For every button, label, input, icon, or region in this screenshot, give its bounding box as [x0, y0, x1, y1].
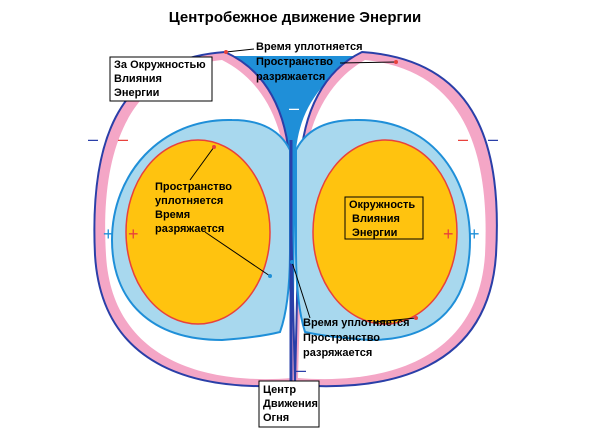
outer-zone-line-1: За Окружностью	[114, 59, 206, 71]
right-inner-label-box: Окружность Влияния Энергии	[344, 196, 424, 240]
bottom-right-line-3: разряжается	[303, 347, 372, 359]
outer-zone-line-3: Энергии	[114, 87, 159, 99]
sign-left-outer-minus: –	[88, 129, 98, 149]
right-inner-line-1: Окружность	[349, 199, 415, 211]
pointer-top-right-dot	[394, 60, 398, 64]
sign-right-outer-plus: +	[469, 224, 480, 244]
sign-right-inner-plus: +	[443, 224, 454, 244]
pointer-bottom-right-side	[374, 317, 417, 323]
pointer-left-inner-top-dot	[212, 145, 216, 149]
bottom-right-label: Время уплотняется Пространство разряжает…	[303, 317, 410, 359]
pointer-top-right	[339, 61, 397, 64]
top-center-line-2: Пространство	[256, 56, 333, 68]
pointer-bottom-right-up-dot	[290, 260, 294, 264]
outer-zone-label-box: За Окружностью Влияния Энергии	[109, 56, 213, 102]
center-label-box: Центр Движения Огня	[258, 380, 320, 428]
left-orange-core	[125, 139, 271, 325]
sign-left-inner-plus: +	[128, 224, 139, 244]
top-center-line-1: Время уплотняется	[256, 41, 363, 53]
left-inner-line-3: Время	[155, 209, 190, 221]
pointer-left-inner-bottom	[204, 231, 271, 277]
center-line-1: Центр	[263, 384, 296, 396]
pointer-bottom-right-side-dot	[414, 316, 418, 320]
sign-right-outer-minus: –	[488, 129, 498, 149]
bottom-right-line-2: Пространство	[303, 332, 380, 344]
pointer-left-inner-bottom-dot	[268, 274, 272, 278]
sign-left-inner-minus: –	[118, 129, 128, 149]
sign-left-outer-plus: +	[103, 224, 114, 244]
center-line-3: Огня	[263, 412, 289, 424]
right-inner-line-2: Влияния	[352, 213, 400, 225]
center-line-2: Движения	[263, 398, 318, 410]
diagram-title: Центробежное движение Энергии	[169, 9, 421, 26]
top-center-label: Время уплотняется Пространство разряжает…	[256, 41, 363, 83]
left-inner-line-2: уплотняется	[155, 195, 223, 207]
pointer-top-left-dot	[224, 50, 228, 54]
left-inner-label: Пространство уплотняется Время разряжает…	[155, 181, 232, 235]
left-inner-line-1: Пространство	[155, 181, 232, 193]
outer-zone-line-2: Влияния	[114, 73, 162, 85]
bottom-right-line-1: Время уплотняется	[303, 317, 410, 329]
sign-right-inner-minus: –	[458, 129, 468, 149]
top-center-line-3: разряжается	[256, 71, 325, 83]
sign-top-minus: –	[289, 98, 299, 118]
right-inner-line-3: Энергии	[352, 227, 397, 239]
pointer-left-inner-top	[189, 146, 215, 181]
left-inner-line-4: разряжается	[155, 223, 224, 235]
pointer-bottom-right-up	[291, 261, 311, 319]
pointer-top-left	[225, 48, 255, 53]
sign-bottom-minus: –	[296, 360, 306, 380]
